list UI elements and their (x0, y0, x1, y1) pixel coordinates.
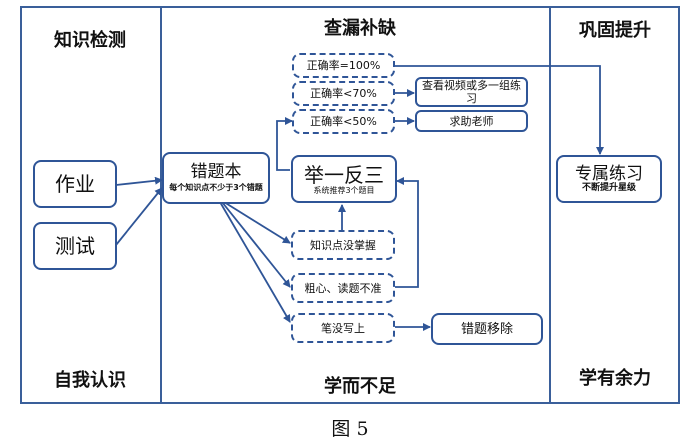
arrow-errorbook-to-notwritten (219, 201, 291, 323)
arrow-errorbook-to-notmastered (223, 201, 291, 244)
accuracy-100-box: 正确率=100% (292, 53, 395, 78)
col3-top-title: 巩固提升 (579, 20, 651, 41)
diagram-frame (20, 6, 680, 404)
errorbook-title: 错题本 (190, 162, 242, 182)
col3-bottom-title: 学有余力 (579, 368, 651, 389)
careless-label: 粗心、读题不准 (304, 281, 382, 295)
drill-box: 举一反三 系统推荐3个题目 (291, 155, 397, 203)
notwritten-box: 笔没写上 (291, 313, 395, 343)
notmastered-label: 知识点没掌握 (310, 238, 376, 252)
arrow-acc100-to-practice (395, 65, 604, 155)
arrow-errorbook-to-careless (221, 201, 291, 288)
column-divider-1 (160, 8, 162, 402)
homework-label: 作业 (55, 172, 95, 196)
arrow-drill-to-accuracy (276, 117, 293, 171)
practice-title: 专属练习 (575, 164, 643, 184)
col1-top-title: 知识检测 (54, 30, 126, 51)
accuracy-50-label: 正确率<50% (310, 115, 377, 128)
arrow-test-to-errorbook (115, 187, 163, 246)
col1-bottom-title: 自我认识 (54, 370, 126, 391)
teacher-box: 求助老师 (415, 110, 528, 132)
test-label: 测试 (55, 234, 95, 258)
practice-note: 不断提升星级 (581, 183, 636, 193)
column-divider-2 (549, 8, 551, 402)
accuracy-100-label: 正确率=100% (306, 59, 381, 72)
video-label: 查看视频或多一组练习 (422, 79, 521, 105)
remove-label: 错题移除 (460, 321, 513, 337)
careless-box: 粗心、读题不准 (291, 273, 395, 303)
homework-box: 作业 (33, 160, 117, 208)
notwritten-label: 笔没写上 (321, 321, 365, 335)
drill-note: 系统推荐3个题目 (313, 185, 375, 195)
teacher-label: 求助老师 (449, 114, 494, 128)
accuracy-50-box: 正确率<50% (292, 109, 395, 134)
errorbook-box: 错题本 每个知识点不少于3个错题 (162, 152, 270, 204)
remove-box: 错题移除 (431, 313, 543, 345)
video-box: 查看视频或多一组练习 (415, 77, 528, 107)
practice-box: 专属练习 不断提升星级 (556, 155, 662, 203)
col2-bottom-title: 学而不足 (324, 376, 396, 397)
errorbook-note: 每个知识点不少于3个错题 (169, 183, 263, 192)
notmastered-box: 知识点没掌握 (291, 230, 395, 260)
figure-caption: 图 5 (331, 418, 369, 440)
accuracy-70-label: 正确率<70% (310, 87, 377, 100)
drill-title: 举一反三 (304, 162, 384, 187)
accuracy-70-box: 正确率<70% (292, 81, 395, 106)
test-box: 测试 (33, 222, 117, 270)
arrow-homework-to-errorbook (115, 176, 163, 186)
col2-top-title: 查漏补缺 (324, 18, 396, 39)
arrow-careless-to-drill (395, 177, 419, 288)
